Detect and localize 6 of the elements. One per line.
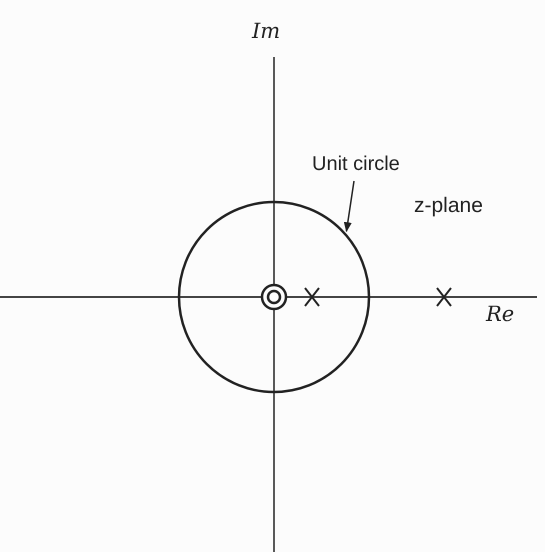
unit-circle — [178, 200, 370, 394]
axis-label: Re — [486, 303, 514, 326]
leader-arrow — [344, 180, 355, 232]
circle-caption: Unit circle — [312, 153, 400, 175]
plane-label: z-plane — [414, 194, 483, 218]
axis-label: Im — [252, 20, 280, 44]
